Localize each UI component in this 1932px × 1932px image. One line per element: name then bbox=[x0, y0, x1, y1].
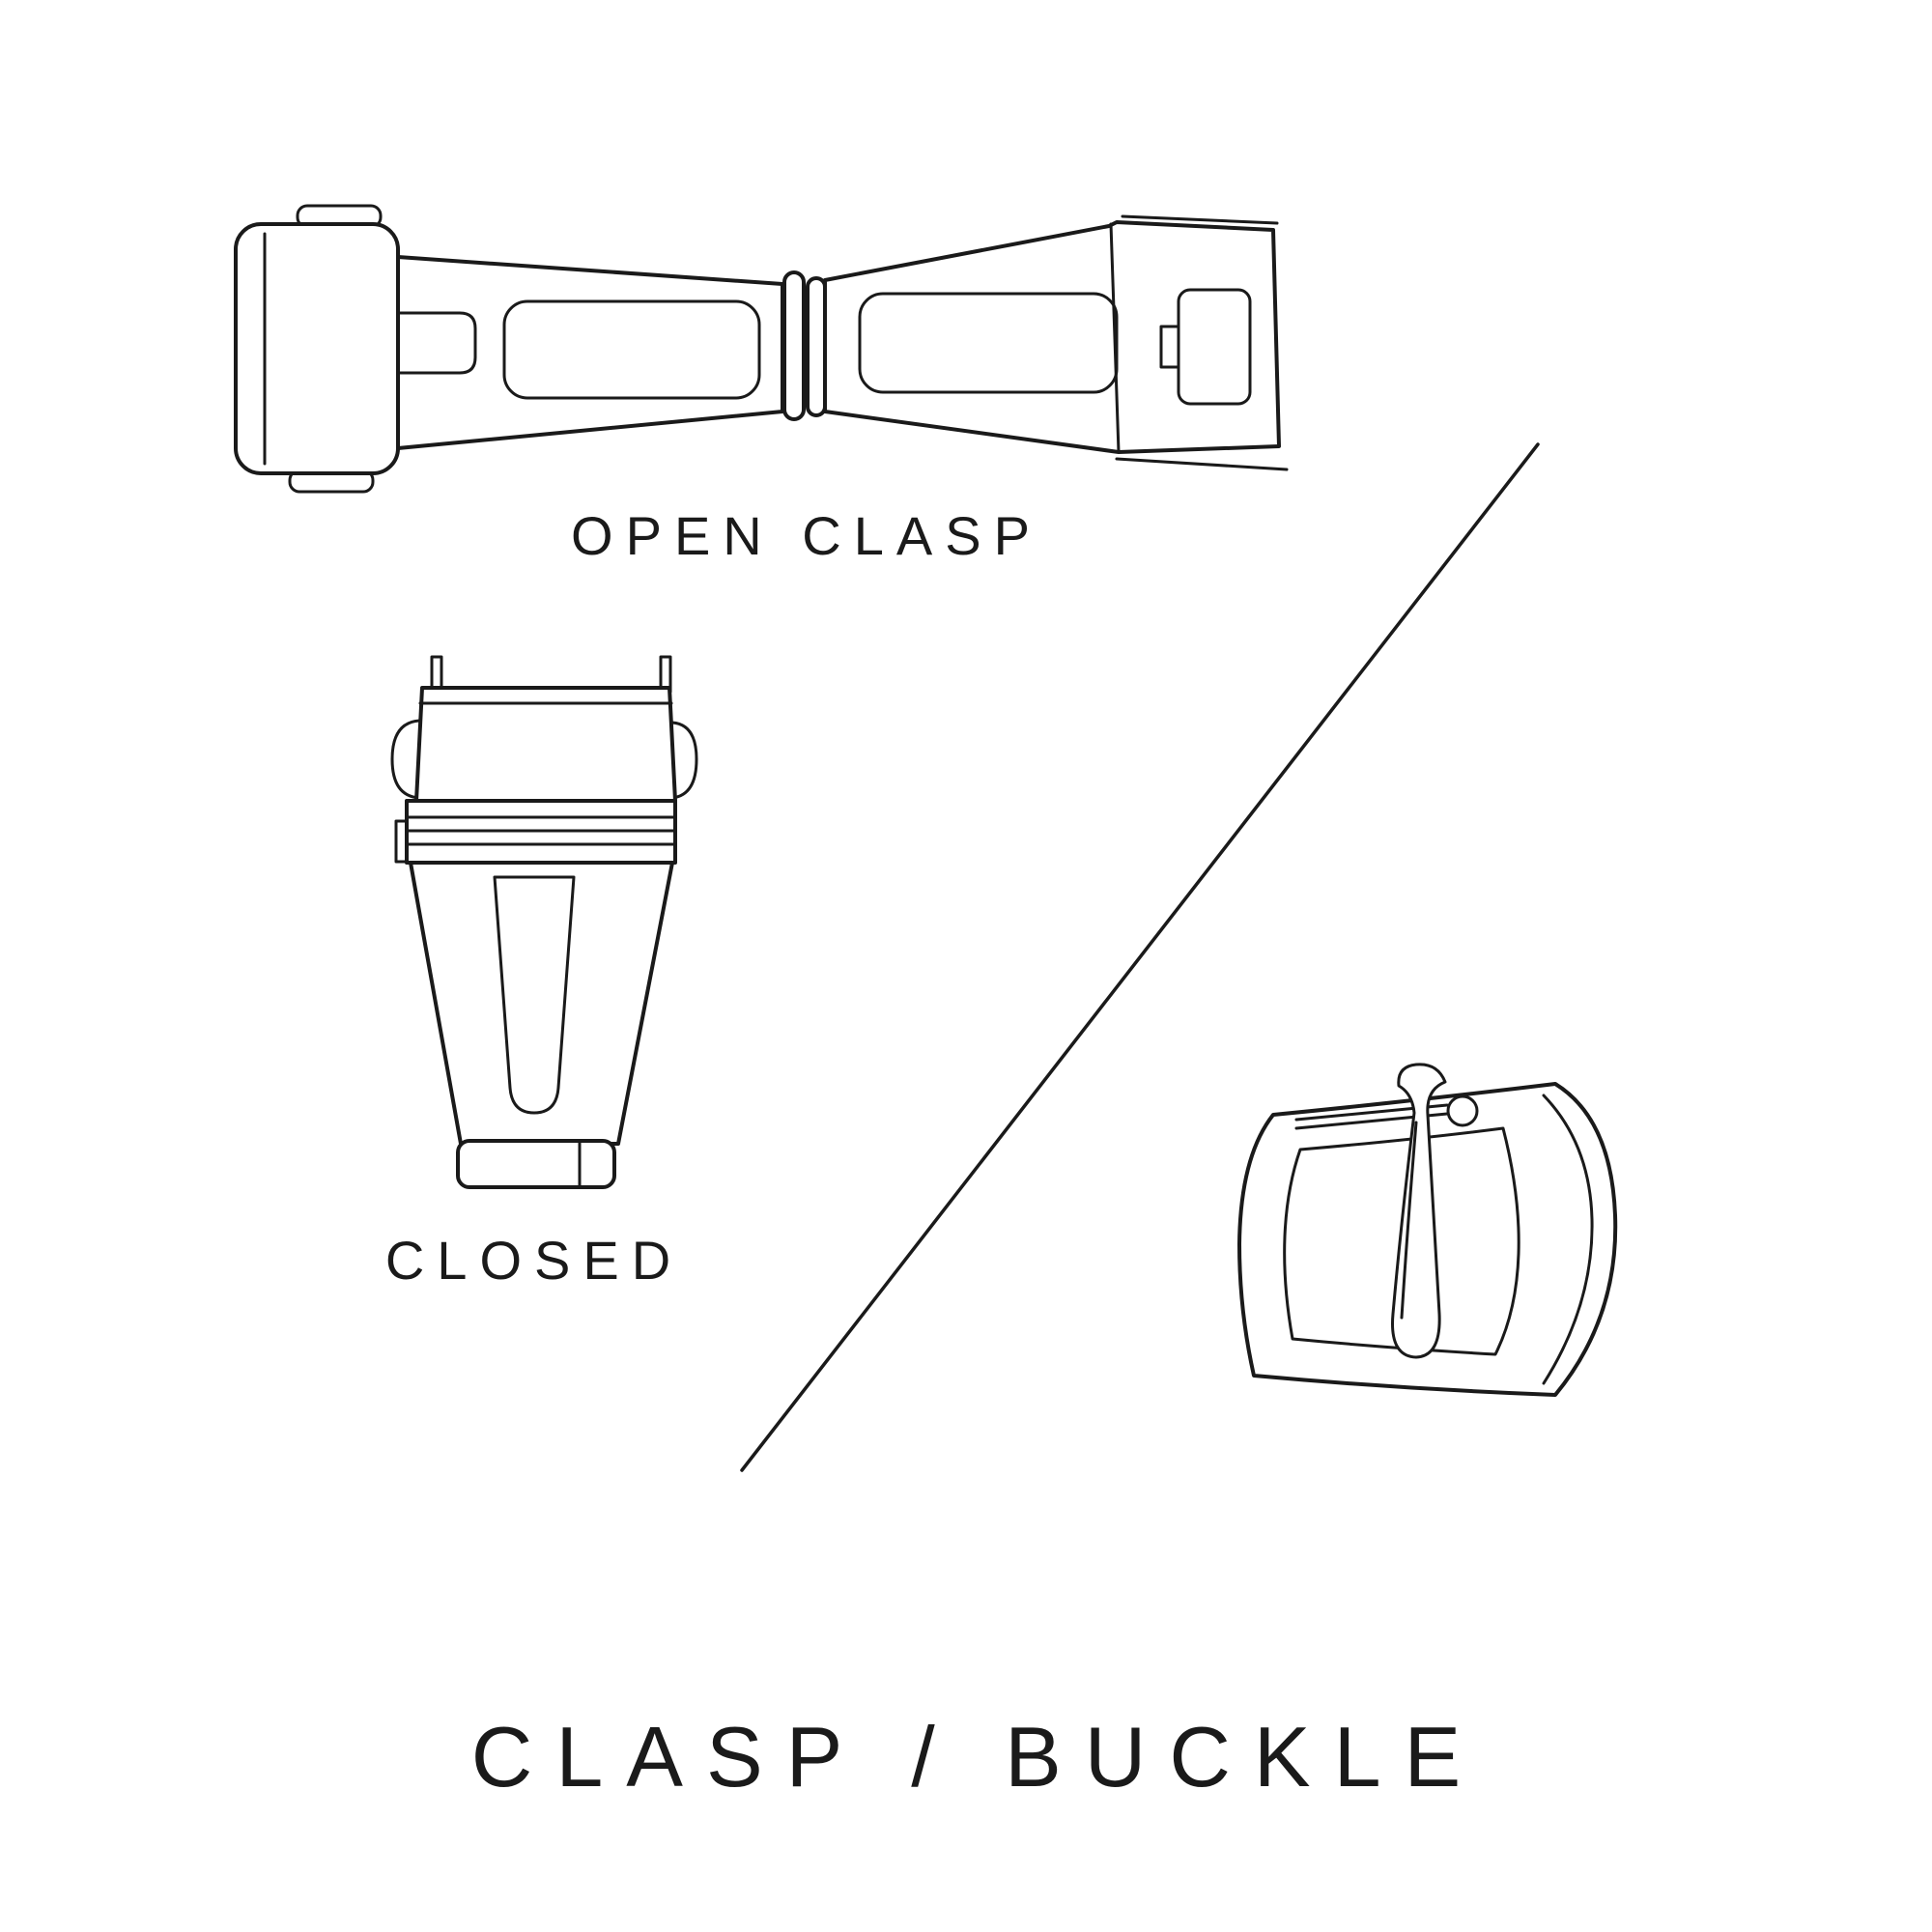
closed-clasp-band-lines bbox=[405, 815, 677, 846]
closed-clasp-left-ear bbox=[390, 719, 421, 800]
open-clasp-right-hook bbox=[1159, 325, 1180, 369]
closed-clasp-body bbox=[409, 861, 674, 1146]
open-clasp-right-inner-outline bbox=[858, 292, 1119, 394]
open-clasp-right-arm bbox=[823, 220, 1281, 454]
buckle-drawing bbox=[1237, 1063, 1618, 1397]
open-clasp-left-inner-outline bbox=[502, 299, 761, 400]
closed-clasp-drawing bbox=[390, 655, 698, 1189]
page-title: CLASP / BUCKLE bbox=[470, 1709, 1485, 1804]
buckle-right-cap-contour bbox=[1542, 1094, 1594, 1385]
closed-clasp-top-plate bbox=[414, 686, 677, 803]
closed-clasp-right-ear bbox=[670, 721, 698, 800]
open-clasp-notch bbox=[396, 311, 477, 375]
buckle-tongue bbox=[1391, 1063, 1447, 1359]
open-clasp-hinge-bar-1 bbox=[782, 270, 806, 421]
open-clasp-end-piece bbox=[234, 222, 400, 475]
open-clasp-left-arm bbox=[396, 255, 784, 450]
buckle-tongue-inner-line bbox=[1400, 1121, 1418, 1320]
open-clasp-right-bottom-edge bbox=[1115, 457, 1289, 471]
closed-label: CLOSED bbox=[384, 1230, 684, 1291]
open-clasp-hinge-bar-2 bbox=[806, 276, 827, 417]
closed-clasp-slot bbox=[493, 875, 576, 1115]
closed-clasp-band-step bbox=[394, 819, 409, 864]
open-clasp-label: OPEN CLASP bbox=[571, 505, 1042, 566]
closed-clasp-prongs bbox=[430, 655, 672, 694]
open-clasp-right-top-edge bbox=[1121, 214, 1279, 225]
open-clasp-right-cutout bbox=[1177, 288, 1252, 406]
diagonal-separator bbox=[740, 442, 1540, 1472]
open-clasp-drawing bbox=[234, 204, 1289, 494]
open-clasp-right-plate-joint bbox=[1109, 222, 1121, 454]
buckle-pin-ring bbox=[1446, 1094, 1479, 1127]
closed-clasp-bottom-bar bbox=[456, 1139, 616, 1189]
